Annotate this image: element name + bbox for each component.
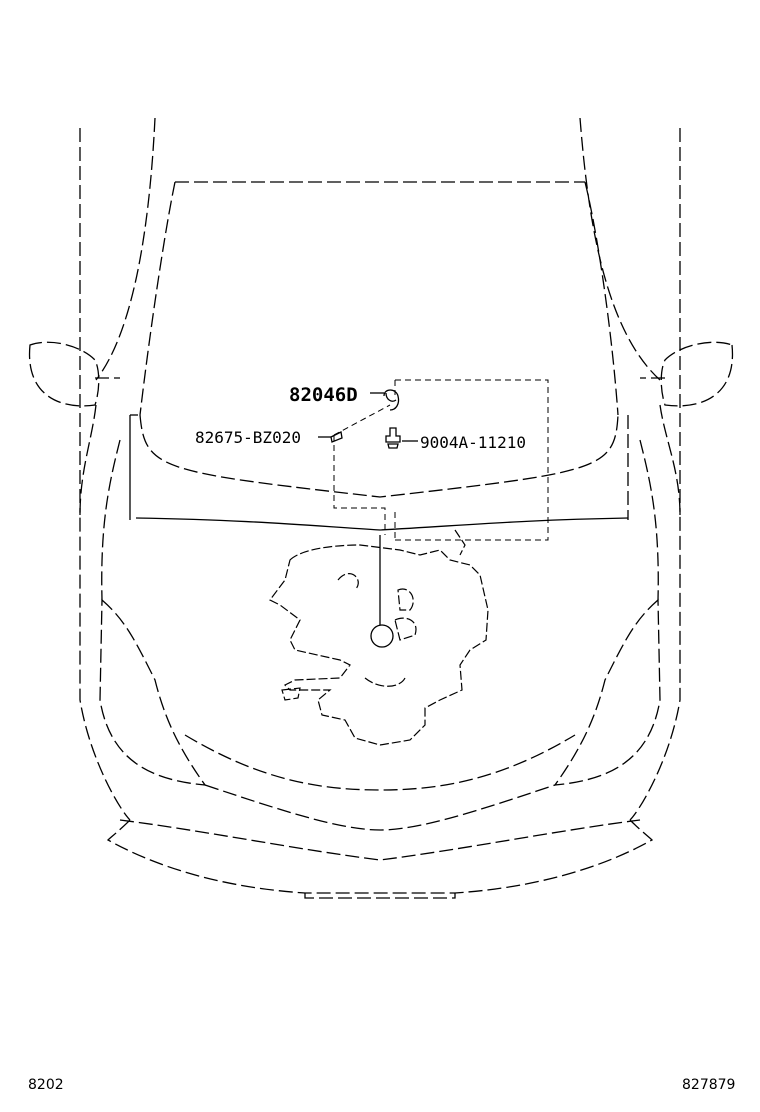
page-code: 8202 [28, 1077, 64, 1093]
engine-block [269, 529, 489, 746]
part-9004A-11210[interactable]: 9004A-11210 [385, 427, 526, 452]
part-82675-BZ020[interactable]: 82675-BZ020 [195, 428, 343, 447]
part-82046D[interactable]: 82046D [289, 384, 400, 411]
part-label: 9004A-11210 [420, 433, 526, 452]
vehicle-outline [28, 117, 734, 899]
part-label: 82046D [289, 384, 358, 406]
harness-routing [333, 379, 549, 541]
part-label: 82675-BZ020 [195, 428, 301, 447]
diagram-id: 827879 [682, 1077, 736, 1093]
